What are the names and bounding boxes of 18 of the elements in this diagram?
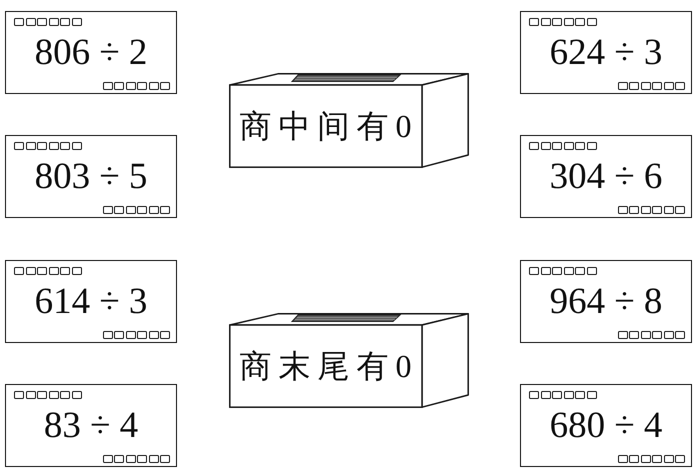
expression-text: 614 ÷ 3 (34, 282, 148, 322)
box-label: 商中间有0 (238, 108, 418, 144)
ticket-card (5, 260, 177, 343)
ticket-card (5, 11, 177, 94)
expression-text: 304 ÷ 6 (550, 156, 662, 196)
expression-text: 83 ÷ 4 (44, 406, 138, 446)
expression-text: 803 ÷ 5 (34, 156, 148, 196)
ticket-card (520, 11, 692, 94)
expression-text: 680 ÷ 4 (550, 406, 662, 446)
expression-text: 964 ÷ 8 (550, 282, 662, 322)
ticket-card (520, 260, 692, 343)
ticket-card (5, 135, 177, 218)
expression-text: 806 ÷ 2 (34, 32, 148, 72)
expression-text: 624 ÷ 3 (550, 32, 662, 72)
ticket-card (520, 384, 692, 467)
ticket-card (5, 384, 177, 467)
box-label: 商末尾有0 (238, 348, 418, 384)
ticket-card (520, 135, 692, 218)
